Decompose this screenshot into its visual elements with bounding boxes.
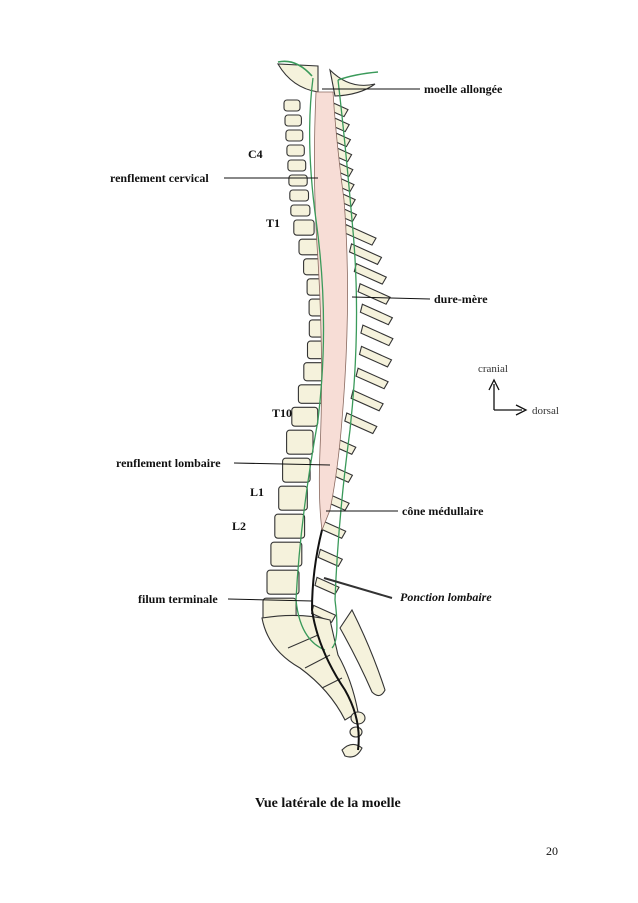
vertebral-body xyxy=(266,569,300,595)
vertebral-body xyxy=(286,429,314,455)
dura-mater-top xyxy=(337,71,379,81)
spinous-process xyxy=(357,282,391,305)
spinal-cord xyxy=(314,91,348,532)
dura-mater-anterior xyxy=(295,77,326,651)
vertebral-body xyxy=(293,219,315,236)
label-dorsal: dorsal xyxy=(532,405,559,417)
sacrum-line-1 xyxy=(287,634,319,649)
vertebral-body xyxy=(283,99,301,112)
vertebral-body xyxy=(284,114,302,127)
page-number: 20 xyxy=(546,844,558,858)
sacral-crest xyxy=(339,608,386,697)
leader-dure-mere xyxy=(351,296,431,300)
vertebral-body xyxy=(287,159,307,172)
vertebral-body xyxy=(285,129,304,142)
spinous-process xyxy=(358,345,393,368)
label-filum-terminale: filum terminale xyxy=(138,592,218,606)
vertebral-body xyxy=(290,204,311,217)
coccyx-2 xyxy=(349,726,363,738)
label-renflement-lombaire: renflement lombaire xyxy=(116,456,221,470)
coccyx-3 xyxy=(341,743,363,758)
dorsal-arrow-icon xyxy=(515,404,528,416)
label-dure-mere: dure-mère xyxy=(434,292,488,306)
label-cone-medullaire: cône médullaire xyxy=(402,504,484,518)
leader-renflement-lombaire xyxy=(233,462,331,466)
vertebral-body xyxy=(274,513,306,539)
label-ponction-lombaire: Ponction lombaire xyxy=(400,590,492,604)
spinous-process xyxy=(350,389,384,412)
vertebral-body xyxy=(289,189,310,202)
vertebral-body xyxy=(286,144,305,157)
label-moelle-allongee: moelle allongée xyxy=(424,82,503,96)
spinous-process xyxy=(343,223,377,246)
label-renflement-cervical: renflement cervical xyxy=(110,171,209,185)
dura-mater-top-left xyxy=(277,60,313,77)
cranial-arrow-icon xyxy=(488,378,500,391)
label-t1: T1 xyxy=(266,216,280,230)
vertebral-body xyxy=(288,174,308,187)
spinous-process xyxy=(317,548,344,568)
spinous-process xyxy=(321,520,347,540)
figure-caption: Vue latérale de la moelle xyxy=(255,796,401,811)
dura-mater-posterior xyxy=(331,79,358,649)
lumbar-puncture-needle xyxy=(323,577,393,599)
occipital-bone xyxy=(329,68,376,97)
spinous-process xyxy=(359,303,394,326)
spinous-process xyxy=(355,367,389,390)
vertebral-body xyxy=(278,485,308,511)
vertebral-body xyxy=(282,457,311,483)
spinous-process xyxy=(348,243,383,266)
label-l1: L1 xyxy=(250,485,264,499)
label-l2: L2 xyxy=(232,519,246,533)
spinous-process xyxy=(360,324,394,347)
vertebral-body xyxy=(270,541,303,567)
vertebral-body xyxy=(291,406,319,427)
label-c4: C4 xyxy=(248,147,263,161)
label-cranial: cranial xyxy=(478,363,508,375)
spinous-process xyxy=(344,412,378,435)
spinous-process xyxy=(353,262,388,285)
filum-terminale-line xyxy=(310,529,360,751)
label-t10: T10 xyxy=(272,406,292,420)
leader-filum-terminale xyxy=(227,598,313,602)
